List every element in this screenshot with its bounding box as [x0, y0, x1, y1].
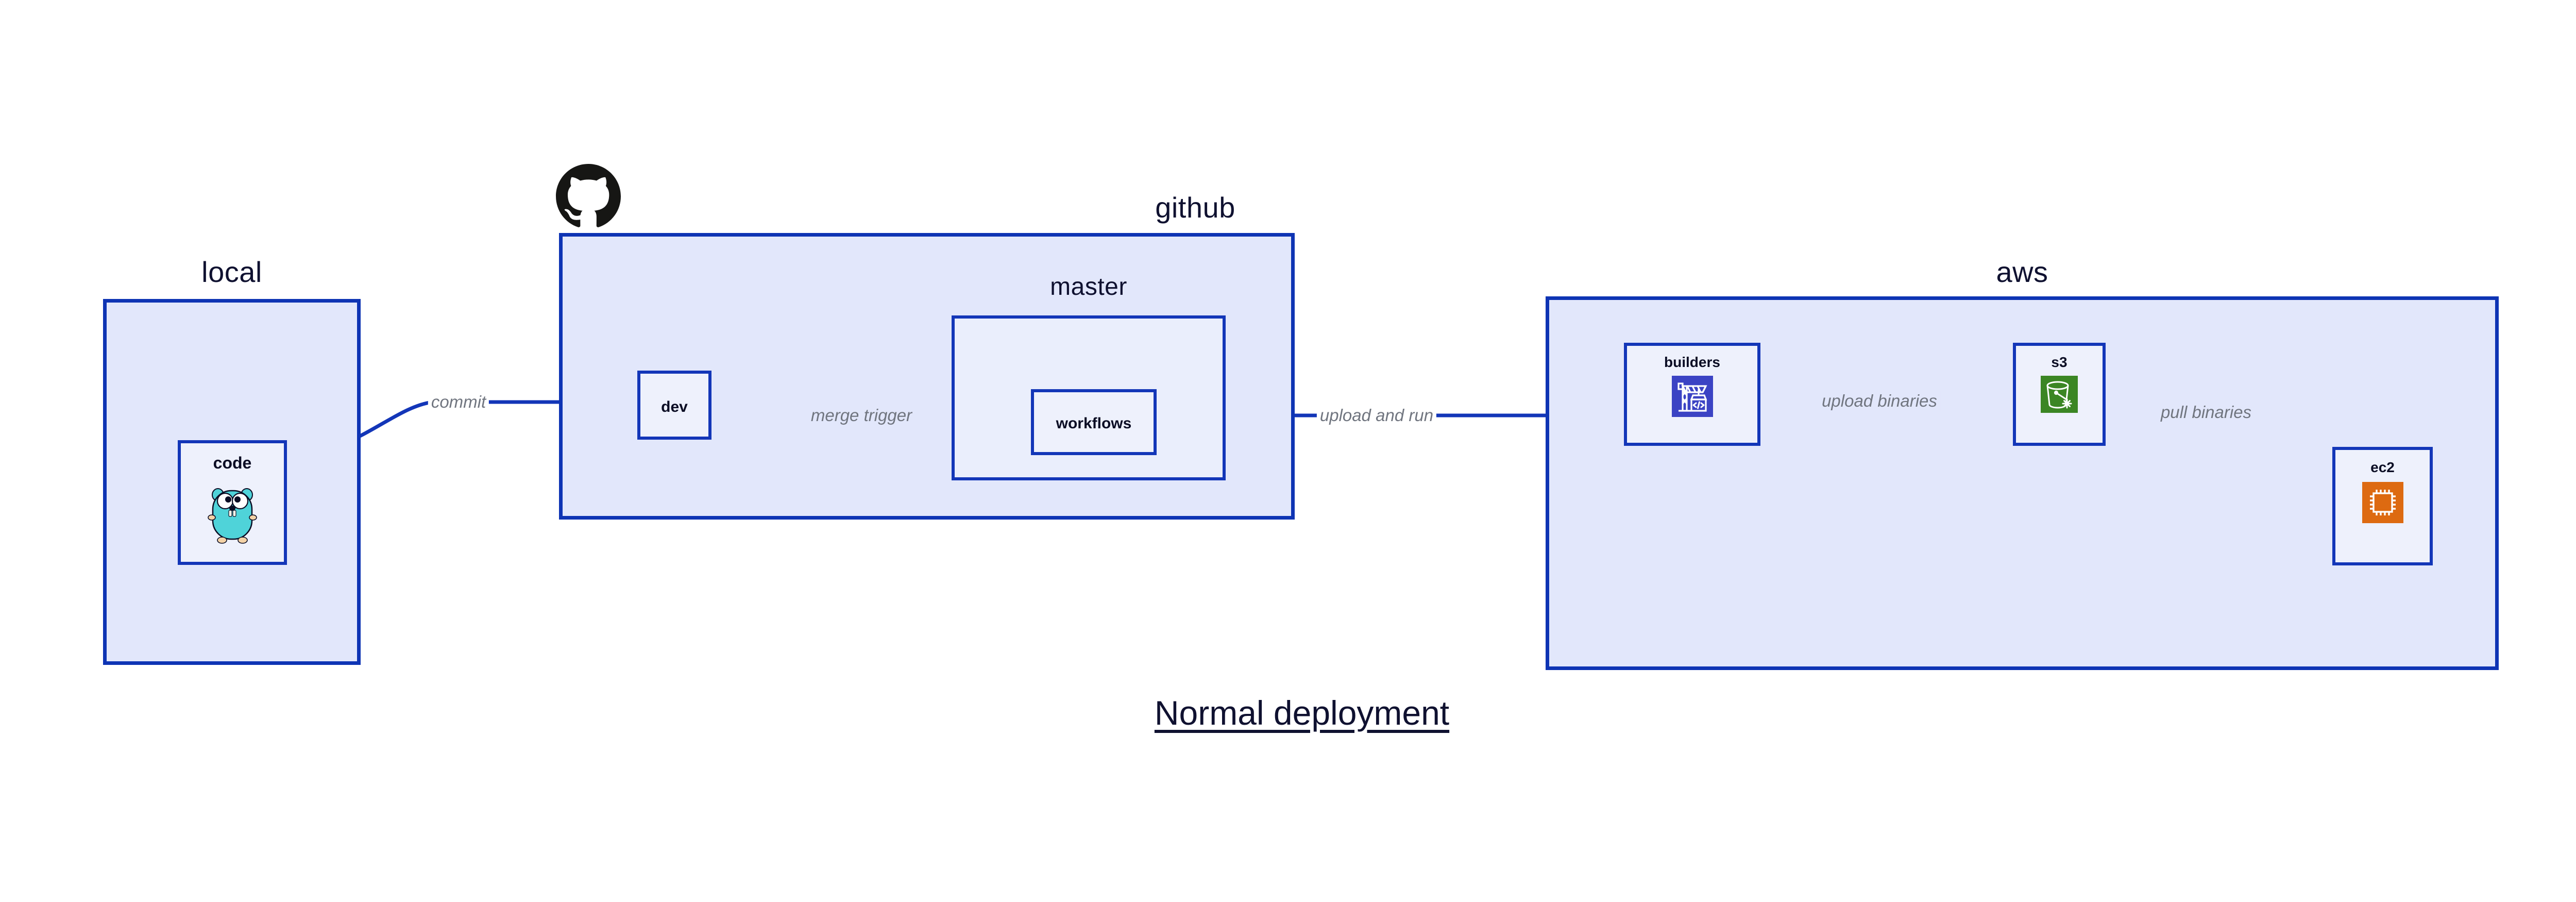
aws-ec2-cpu-icon [2362, 482, 2403, 526]
node-code[interactable]: code [178, 440, 287, 565]
node-ec2[interactable]: ec2 [2332, 447, 2433, 565]
subgroup-master: workflows [952, 315, 1226, 480]
node-dev[interactable]: dev [637, 371, 711, 440]
node-label-workflows: workflows [1056, 415, 1132, 432]
node-label-code: code [213, 454, 252, 472]
node-builders[interactable]: builders [1624, 343, 1760, 446]
node-label-builders: builders [1664, 354, 1720, 370]
group-github: dev master workflows [559, 233, 1295, 520]
group-title-github: github [1155, 191, 1235, 224]
aws-s3-glacier-bucket-icon [2041, 376, 2078, 415]
group-aws: builders [1546, 296, 2499, 670]
node-s3[interactable]: s3 [2013, 343, 2106, 446]
edge-label-upload-and-run: upload and run [1316, 406, 1437, 425]
node-workflows[interactable]: workflows [1031, 389, 1157, 455]
group-local: code [103, 299, 361, 665]
aws-crane-code-icon [1671, 376, 1713, 420]
node-label-ec2: ec2 [2370, 459, 2395, 475]
group-title-local: local [201, 256, 262, 288]
subgroup-title-master: master [1050, 273, 1127, 300]
group-title-aws: aws [1996, 256, 2048, 288]
page-title: Normal deployment [1154, 694, 1450, 732]
edge-label-upload-binaries: upload binaries [1819, 391, 1940, 411]
go-gopher-icon [206, 482, 259, 547]
github-octocat-icon [555, 164, 621, 231]
node-label-s3: s3 [2051, 354, 2067, 370]
edge-label-commit: commit [428, 392, 489, 412]
edge-label-pull-binaries: pull binaries [2157, 403, 2255, 422]
edge-label-merge-trigger: merge trigger [807, 406, 916, 425]
node-label-dev: dev [661, 398, 688, 415]
